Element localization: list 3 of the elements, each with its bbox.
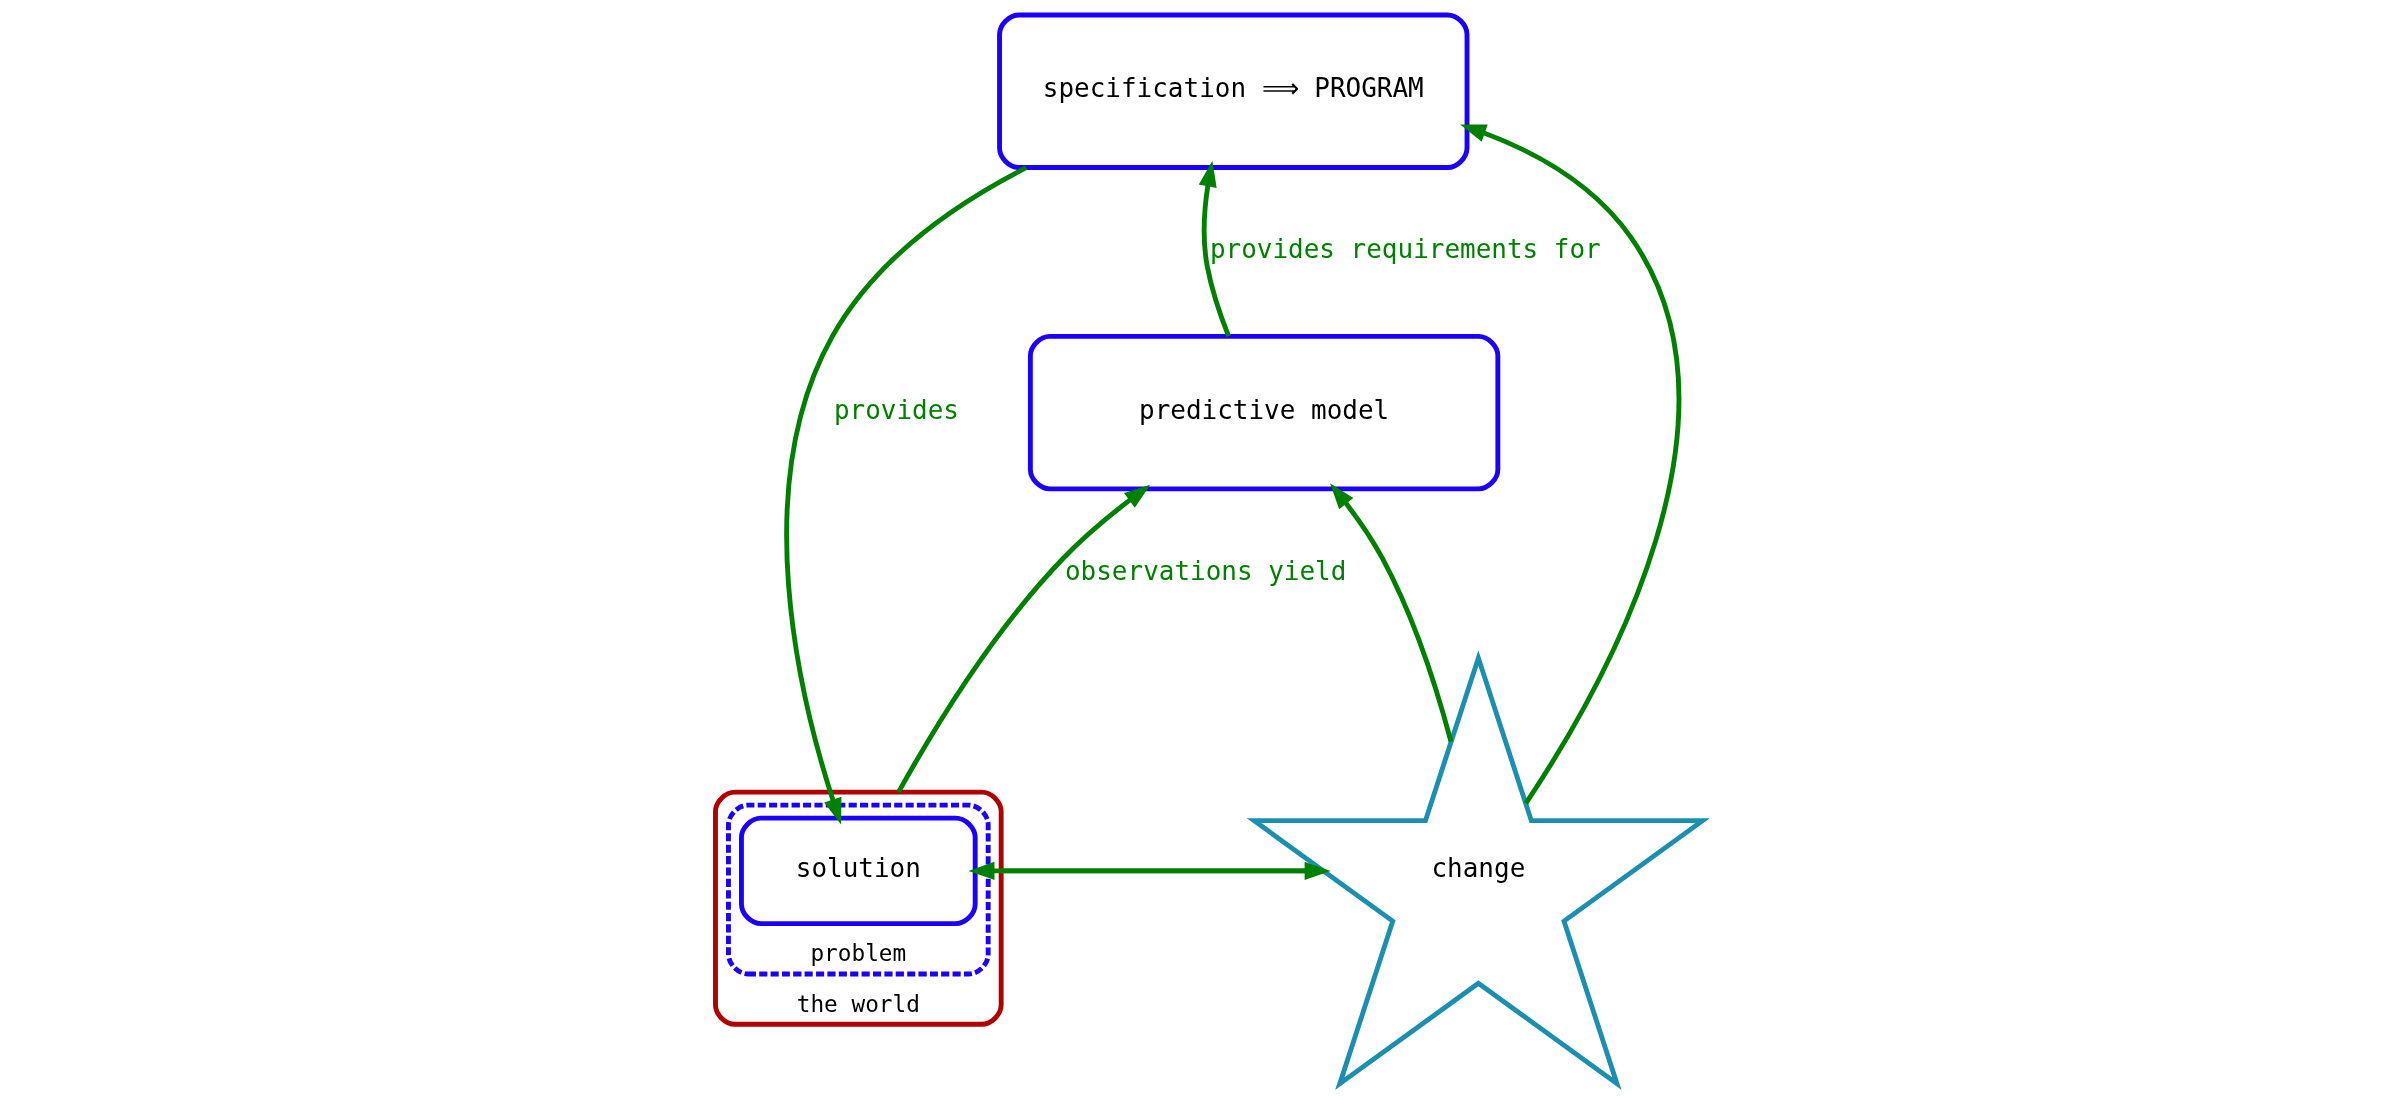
edge-label: observations yield bbox=[1064, 555, 1347, 586]
edge-label: provides bbox=[833, 394, 959, 425]
edge-label: provides requirements for bbox=[1209, 234, 1601, 265]
